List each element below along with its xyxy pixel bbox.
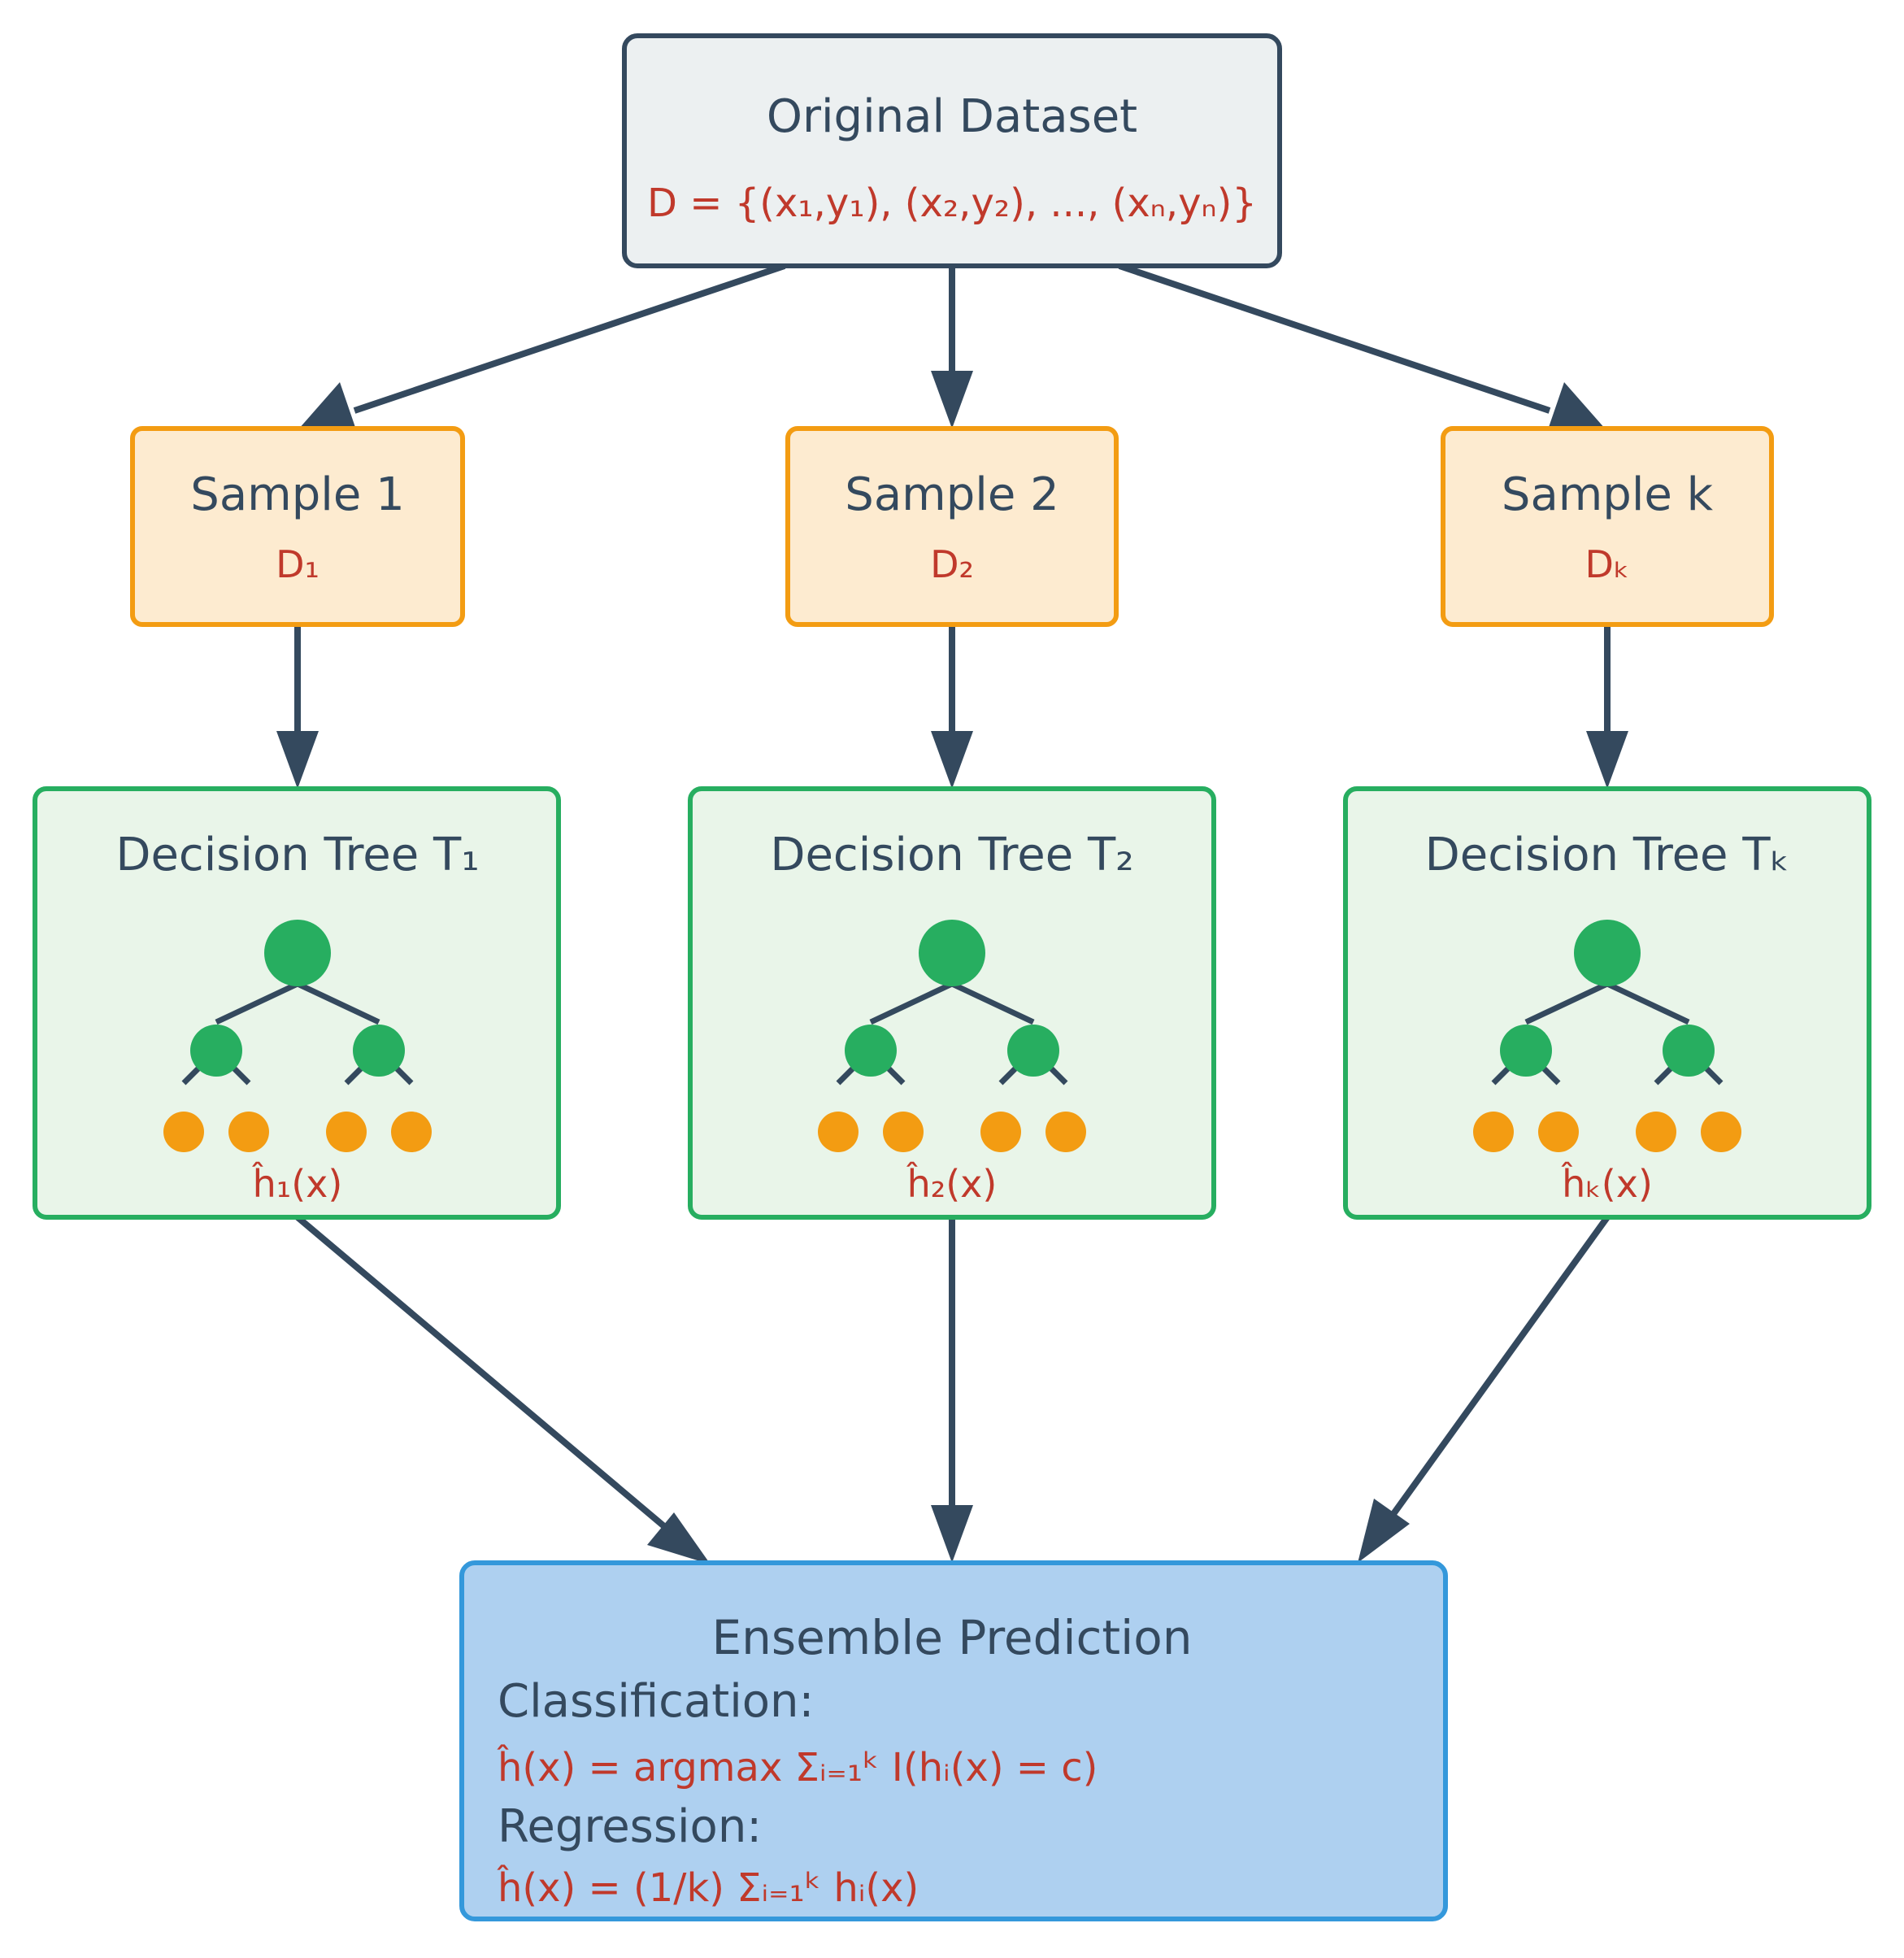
sample-box-2: Sample 2 D₂ (785, 426, 1119, 627)
tree-2-leaf-node (818, 1112, 859, 1152)
connector-arrows (276, 263, 1628, 1564)
tree-1-graphic (163, 920, 432, 1152)
tree-k-root-node (1574, 920, 1641, 986)
tree-k-internal-node (1500, 1025, 1552, 1077)
ensemble-prediction-box: Ensemble Prediction Classification: ĥ(x)… (459, 1560, 1448, 1921)
arrowhead-sample-k (1545, 382, 1606, 439)
ensemble-title: Ensemble Prediction (712, 1610, 1193, 1665)
regression-formula: ĥ(x) = (1/k) Σᵢ₌₁ᵏ hᵢ(x) (497, 1864, 919, 1911)
classification-formula: ĥ(x) = argmax Σᵢ₌₁ᵏ I(hᵢ(x) = c) (497, 1744, 1098, 1790)
tree-2-internal-node (1007, 1025, 1059, 1077)
arrow-tree-k-to-ensemble (1388, 1215, 1611, 1520)
original-dataset-box: Original Dataset D = {(x₁,y₁), (x₂,y₂), … (622, 33, 1282, 268)
tree-1-frame (33, 786, 561, 1220)
tree-1-formula: ĥ₁(x) (252, 1162, 343, 1206)
sample-1-frame (130, 426, 465, 627)
ensemble-frame (459, 1560, 1448, 1921)
arrowhead-tree-k (1586, 731, 1628, 789)
tree-1-leaf-node (326, 1112, 367, 1152)
tree-k-title: Decision Tree Tₖ (1425, 829, 1790, 881)
sample-1-formula: D₁ (276, 542, 320, 586)
sample-1-title: Sample 1 (190, 468, 404, 521)
arrowhead-ensemble-right (1358, 1499, 1410, 1563)
tree-1-leaf-node (228, 1112, 269, 1152)
sample-box-k: Sample k Dₖ (1441, 426, 1774, 627)
tree-1-internal-node (190, 1025, 242, 1077)
tree-2-leaf-node (1045, 1112, 1086, 1152)
arrowhead-sample-2 (931, 371, 973, 429)
arrowhead-ensemble-left (647, 1512, 711, 1564)
arrow-tree-1-to-ensemble (295, 1214, 667, 1530)
sample-k-formula: Dₖ (1584, 542, 1629, 586)
tree-2-leaf-node (980, 1112, 1021, 1152)
tree-1-internal-node (353, 1025, 405, 1077)
tree-2-internal-node (845, 1025, 897, 1077)
tree-2-title: Decision Tree T₂ (770, 829, 1133, 881)
tree-k-formula: ĥₖ(x) (1561, 1162, 1653, 1206)
sample-k-title: Sample k (1502, 468, 1714, 521)
tree-k-graphic (1473, 920, 1741, 1152)
tree-2-formula: ĥ₂(x) (906, 1162, 998, 1206)
original-dataset-formula: D = {(x₁,y₁), (x₂,y₂), ..., (xₙ,yₙ)} (647, 181, 1257, 226)
tree-2-leaf-node (883, 1112, 924, 1152)
sample-box-1: Sample 1 D₁ (130, 426, 465, 627)
tree-1-leaf-node (163, 1112, 204, 1152)
arrow-dataset-to-sample-k (1118, 263, 1551, 414)
sample-2-formula: D₂ (930, 542, 974, 586)
arrowhead-tree-1 (276, 731, 319, 789)
sample-2-title: Sample 2 (845, 468, 1059, 521)
sample-2-frame (785, 426, 1119, 627)
arrow-dataset-to-sample-1 (353, 263, 786, 414)
tree-box-2: Decision Tree T₂ ĥ₂(x) (688, 786, 1216, 1220)
original-dataset-frame (622, 33, 1282, 268)
tree-k-frame (1343, 786, 1871, 1220)
sample-k-frame (1441, 426, 1774, 627)
arrowhead-ensemble-center (931, 1505, 973, 1563)
tree-1-root-node (264, 920, 331, 986)
tree-k-leaf-node (1473, 1112, 1514, 1152)
original-dataset-title: Original Dataset (767, 90, 1137, 143)
tree-2-root-node (919, 920, 985, 986)
tree-k-internal-node (1663, 1025, 1715, 1077)
tree-box-k: Decision Tree Tₖ ĥₖ(x) (1343, 786, 1871, 1220)
tree-2-frame (688, 786, 1216, 1220)
tree-1-leaf-node (391, 1112, 432, 1152)
arrowhead-sample-1 (298, 382, 359, 439)
tree-k-leaf-node (1701, 1112, 1741, 1152)
classification-label: Classification: (498, 1675, 814, 1728)
tree-2-graphic (818, 920, 1086, 1152)
tree-box-1: Decision Tree T₁ ĥ₁(x) (33, 786, 561, 1220)
tree-1-title: Decision Tree T₁ (115, 829, 479, 881)
tree-k-leaf-node (1538, 1112, 1579, 1152)
regression-label: Regression: (498, 1800, 762, 1853)
arrowhead-tree-2 (931, 731, 973, 789)
tree-k-leaf-node (1636, 1112, 1676, 1152)
